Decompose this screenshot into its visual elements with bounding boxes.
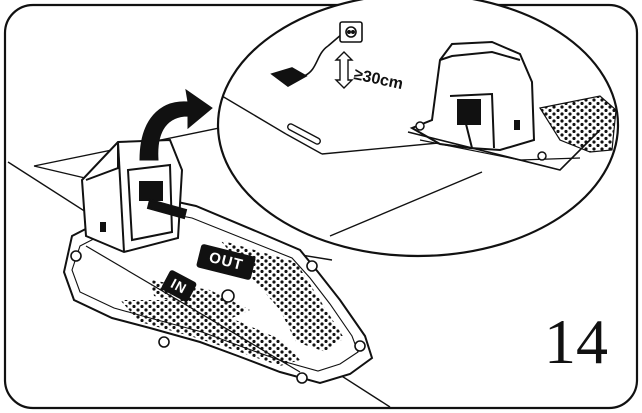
charging-station-tower [80, 138, 188, 254]
step-number: 14 [544, 306, 608, 377]
in-sign-background [161, 270, 197, 302]
height-dimension-arrow [334, 51, 354, 89]
wall-socket-icon [339, 21, 363, 43]
zoom-arrow [139, 88, 213, 161]
out-sign-background [196, 244, 256, 280]
base-plate-detail [539, 95, 617, 153]
station-tower-detail [407, 40, 601, 171]
